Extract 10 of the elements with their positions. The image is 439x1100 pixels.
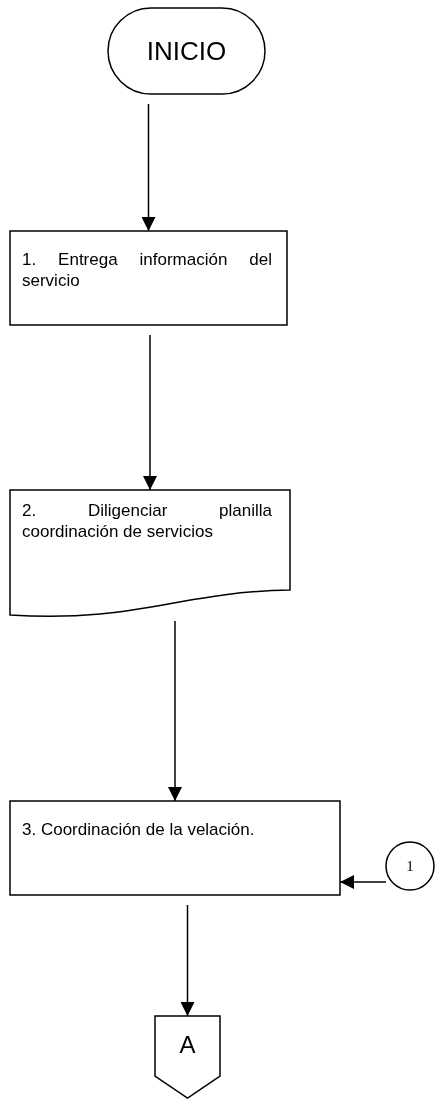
arrow	[141, 103, 156, 232]
step-text: 3. Coordinación de la velación.	[22, 819, 256, 841]
arrow	[143, 334, 157, 491]
step-text: 2. Diligenciar planilla coordinación de servicios	[22, 500, 272, 543]
arrow	[180, 904, 195, 1017]
step-text: INICIO	[145, 34, 228, 68]
arrow	[168, 620, 182, 802]
step-text: 1	[405, 856, 415, 876]
step-text: A	[178, 1030, 197, 1060]
step-text: 1. Entrega información del servicio	[22, 249, 272, 292]
